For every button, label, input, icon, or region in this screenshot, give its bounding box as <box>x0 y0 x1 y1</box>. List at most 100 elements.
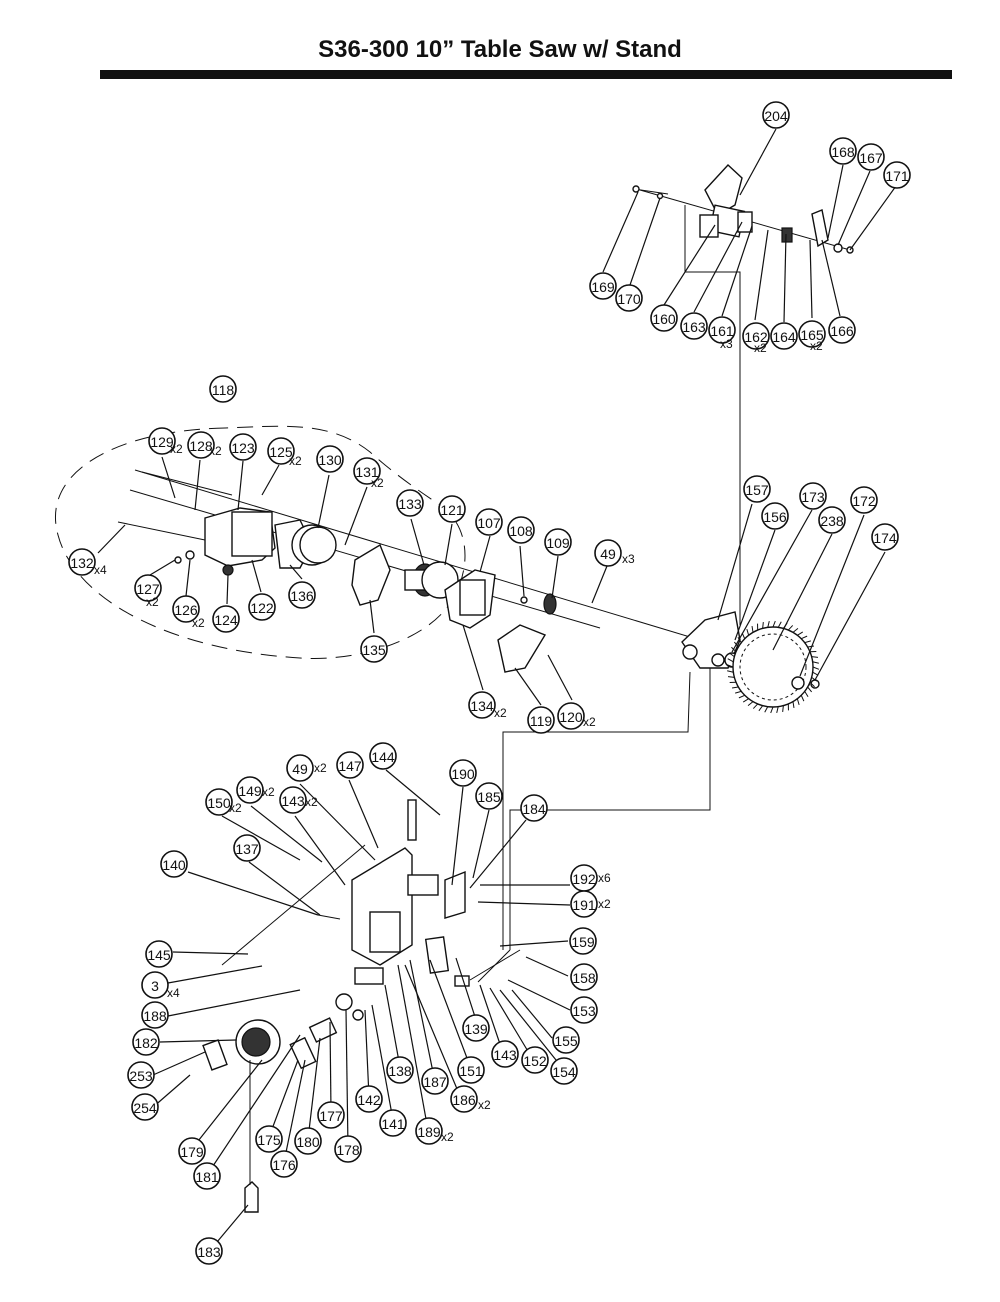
callout-quantity: x2 <box>494 706 507 720</box>
callout-136: 136 <box>288 581 316 609</box>
callout-187: 187 <box>421 1067 449 1095</box>
callout-159: 159 <box>569 927 597 955</box>
callout-123: 123 <box>229 433 257 461</box>
callout-circle <box>743 475 771 503</box>
callout-circle <box>799 482 827 510</box>
callout-156: 156 <box>761 502 789 530</box>
callout-number: 183 <box>197 1244 221 1260</box>
callout-circle <box>127 1061 155 1089</box>
callout-circle <box>462 1014 490 1042</box>
callout-quantity: x2 <box>314 761 327 775</box>
callout-254: 254 <box>131 1093 159 1121</box>
trunnion-assembly <box>202 799 521 1213</box>
blade-tooth <box>770 706 774 714</box>
callout-number: 170 <box>617 291 641 307</box>
callout-circle <box>205 788 233 816</box>
motor-assembly-outline <box>55 425 466 659</box>
callout-number: 188 <box>143 1008 167 1024</box>
callout-circle <box>396 489 424 517</box>
blade-assembly <box>681 611 820 714</box>
blade-tooth <box>727 658 734 663</box>
blade-tooth <box>811 656 819 658</box>
callout-number: 147 <box>338 758 362 774</box>
callout-quantity: x2 <box>262 785 275 799</box>
callout-number: 186 <box>452 1092 476 1108</box>
callout-number: 118 <box>212 382 235 398</box>
callout-circle <box>148 427 176 455</box>
callout-238: 238 <box>818 506 846 534</box>
blade-tooth <box>735 690 742 694</box>
callout-number: 119 <box>530 713 553 729</box>
blade-tooth <box>747 701 754 707</box>
callout-number: 180 <box>296 1134 320 1150</box>
callout-circle <box>589 272 617 300</box>
callout-circle <box>141 1001 169 1029</box>
callout-number: 253 <box>129 1068 153 1084</box>
callout-quantity: x2 <box>478 1098 491 1112</box>
callout-circle <box>438 495 466 523</box>
callout-circle <box>229 433 257 461</box>
callout-circle <box>270 1150 298 1178</box>
blade-tooth <box>738 694 745 699</box>
callout-number: 131 <box>355 464 379 480</box>
callout-quantity: x2 <box>754 341 767 355</box>
blade-tooth <box>762 621 764 629</box>
callout-circle <box>386 1056 414 1084</box>
callout-quantity: x2 <box>583 715 596 729</box>
callout-number: 184 <box>522 801 546 817</box>
callout-number: 149 <box>238 783 262 799</box>
callout-circle <box>449 759 477 787</box>
callout-124: 124 <box>212 605 240 633</box>
callout-number: 153 <box>572 1003 596 1019</box>
callout-circle <box>475 508 503 536</box>
callout-circle <box>68 548 96 576</box>
callout-circle <box>570 963 598 991</box>
callout-circle <box>527 706 555 734</box>
callout-number: 142 <box>357 1092 381 1108</box>
callout-122: 122 <box>248 593 276 621</box>
callout-number: 189 <box>417 1124 441 1140</box>
callout-152: 152 <box>521 1046 549 1074</box>
callout-151: 151 <box>457 1056 485 1084</box>
callout-circle <box>857 143 885 171</box>
blade-tooth <box>801 635 808 640</box>
callout-circle <box>369 742 397 770</box>
riving-knife-assembly <box>632 164 854 254</box>
callout-number: 139 <box>464 1021 488 1037</box>
blade-tooth <box>777 621 782 628</box>
blade-tooth <box>811 676 818 682</box>
callout-118: 118 <box>209 375 237 403</box>
callout-circle <box>415 1117 443 1145</box>
callout-circle <box>570 996 598 1024</box>
callout-204: 204 <box>762 101 790 129</box>
callout-168: 168 <box>829 137 857 165</box>
callout-quantity: x2 <box>192 616 205 630</box>
callout-circle <box>421 1067 449 1095</box>
blade-tooth <box>792 701 795 709</box>
motor-assembly <box>117 471 557 673</box>
callout-number: 190 <box>451 766 475 782</box>
callout-number: 177 <box>319 1108 343 1124</box>
callout-circle <box>818 506 846 534</box>
blade-tooth <box>807 686 813 693</box>
callout-number: 164 <box>772 329 796 345</box>
callout-circle <box>550 1057 578 1085</box>
callout-166: 166 <box>828 316 856 344</box>
callout-number: 129 <box>150 434 174 450</box>
callout-circle <box>761 502 789 530</box>
callout-circle <box>233 834 261 862</box>
callout-number: 133 <box>398 496 422 512</box>
callout-176: 176 <box>270 1150 298 1178</box>
callout-number: 135 <box>362 642 386 658</box>
callout-circle <box>850 486 878 514</box>
callout-number: 122 <box>250 600 274 616</box>
callout-155: 155 <box>552 1026 580 1054</box>
